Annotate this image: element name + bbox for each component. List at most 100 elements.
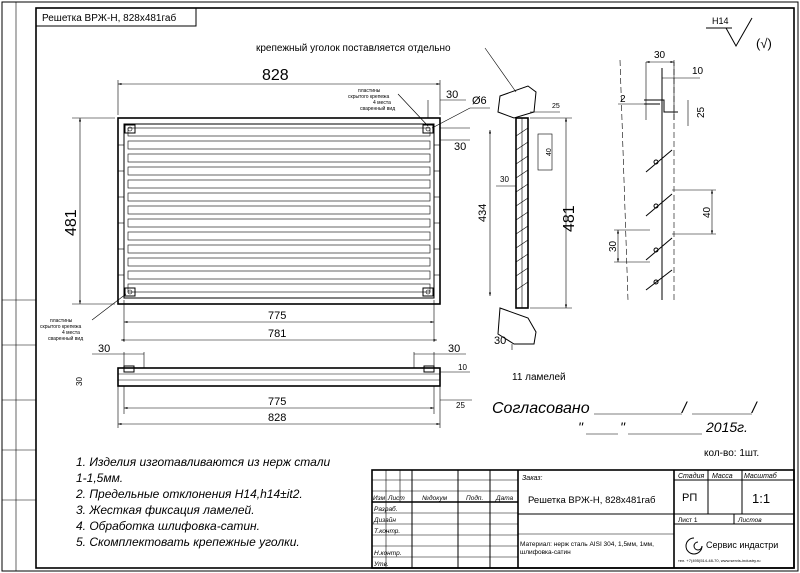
detail-dim-2: 2 bbox=[620, 94, 626, 105]
note-line: 3. Жесткая фиксация ламелей. bbox=[76, 503, 255, 517]
svg-text:Т.контр.: Т.контр. bbox=[374, 528, 400, 535]
bottom-dim-30-left: 30 bbox=[98, 343, 110, 355]
bottom-dim-30-right: 30 bbox=[448, 343, 460, 355]
agreed-label: Согласовано bbox=[492, 400, 590, 417]
title-block: Изм Лист №докум Подп. Дата Разраб. Дизай… bbox=[371, 469, 795, 569]
note-line: 4. Обработка шлифовка-сатин. bbox=[76, 519, 260, 533]
svg-text:4 места: 4 места bbox=[62, 330, 80, 336]
bottom-view: 30 30 30 10 775 828 25 bbox=[75, 343, 472, 428]
note-line: 5. Скомплектовать крепежные уголки. bbox=[76, 535, 300, 549]
bottom-dim-10: 10 bbox=[458, 363, 467, 372]
company-contacts: тел. +7(495)514-48-70, www.servis-indust… bbox=[678, 558, 761, 563]
svg-text:Лист: Лист bbox=[387, 495, 405, 502]
approval-year: 2015г. bbox=[705, 419, 748, 435]
detail-dim-40: 40 bbox=[702, 206, 713, 218]
svg-text:Н.контр.: Н.контр. bbox=[374, 550, 402, 557]
side-dim-434: 434 bbox=[477, 204, 489, 222]
svg-text:Листов: Листов bbox=[737, 517, 762, 524]
bracket-bottom bbox=[497, 307, 537, 345]
svg-text:Подп.: Подп. bbox=[466, 494, 483, 502]
roughness-grade: H14 bbox=[712, 16, 729, 26]
svg-text:Утв.: Утв. bbox=[373, 561, 389, 568]
svg-text:сваренный вид: сваренный вид bbox=[48, 335, 83, 342]
corner-title-box bbox=[35, 7, 197, 27]
dim-30-top: 30 bbox=[446, 89, 458, 101]
front-lamellas bbox=[127, 127, 431, 293]
dim-775: 775 bbox=[268, 310, 286, 322]
dim-481: 481 bbox=[63, 209, 80, 236]
roughness-symbol: (√) bbox=[756, 36, 772, 51]
svg-text:4 места: 4 места bbox=[373, 100, 391, 106]
detail-dim-10: 10 bbox=[692, 66, 704, 77]
lamella-count: 11 ламелей bbox=[512, 372, 566, 383]
bottom-dim-25: 25 bbox=[456, 401, 465, 410]
company-name: Сервис индастри bbox=[706, 540, 778, 550]
svg-text:/: / bbox=[681, 400, 688, 417]
svg-text:Дата: Дата bbox=[495, 495, 514, 502]
side-dim-40: 40 bbox=[546, 148, 553, 156]
sheet-frame bbox=[35, 7, 795, 569]
bracket-note: крепежный уголок поставляется отдельно bbox=[256, 43, 451, 54]
svg-text:Масса: Масса bbox=[712, 473, 733, 480]
dim-30-right: 30 bbox=[454, 141, 466, 153]
svg-text:№докум: №докум bbox=[422, 494, 448, 502]
product-name: Решетка ВРЖ-Н, 828х481габ bbox=[528, 495, 656, 506]
detail-dim-30-side: 30 bbox=[608, 240, 619, 252]
svg-text:скрытого крепежа: скрытого крепежа bbox=[348, 94, 389, 100]
side-dim-30: 30 bbox=[500, 175, 509, 184]
front-view: 828 481 775 781 30 Ø6 30 пластины скрыто… bbox=[40, 67, 490, 342]
svg-text:Изм: Изм bbox=[373, 495, 386, 502]
note-line: 1-1,5мм. bbox=[76, 471, 123, 485]
side-dim-481: 481 bbox=[561, 205, 578, 232]
bottom-dim-828: 828 bbox=[268, 412, 286, 424]
svg-text:Лист 1: Лист 1 bbox=[678, 517, 698, 524]
hole-leader bbox=[431, 107, 471, 129]
svg-text:/: / bbox=[751, 400, 758, 417]
side-dim-30-bottom: 30 bbox=[494, 335, 506, 347]
detail-dim-25: 25 bbox=[696, 106, 707, 118]
note-line: 2. Предельные отклонения H14,h14±it2. bbox=[75, 487, 303, 501]
svg-text:сваренный вид: сваренный вид bbox=[360, 105, 395, 112]
bracket-top bbox=[497, 85, 537, 119]
bracket-note-leader bbox=[484, 47, 517, 93]
side-lamella-hatch bbox=[515, 127, 529, 291]
order-label: Заказ: bbox=[522, 475, 542, 482]
technical-notes: 1. Изделия изготавливаются из нерж стали… bbox=[75, 455, 330, 549]
plate-note-bottom: пластины скрытого крепежа 4 места сварен… bbox=[40, 293, 127, 342]
front-frame-inner bbox=[123, 123, 435, 299]
front-side-ticks bbox=[118, 144, 440, 276]
hole-diameter: Ø6 bbox=[472, 95, 487, 107]
detail-dim-30: 30 bbox=[654, 50, 666, 61]
front-frame-outer bbox=[117, 117, 441, 305]
svg-text:": " bbox=[620, 419, 626, 435]
detail-lamellas bbox=[645, 149, 673, 291]
scale-value: 1:1 bbox=[752, 491, 770, 506]
company-logo-icon bbox=[685, 537, 703, 555]
quantity: кол-во: 1шт. bbox=[704, 448, 759, 459]
stage-value: РП bbox=[682, 492, 697, 504]
detail-view: 30 10 2 25 40 30 bbox=[608, 50, 716, 301]
side-section: 40 25 30 434 481 30 bbox=[477, 85, 578, 350]
corner-title: Решетка ВРЖ-Н, 828х481габ bbox=[42, 12, 176, 24]
svg-text:скрытого крепежа: скрытого крепежа bbox=[40, 324, 81, 330]
svg-text:Дизайн: Дизайн bbox=[373, 516, 396, 524]
roughness-check-icon bbox=[706, 17, 753, 48]
dim-781: 781 bbox=[268, 328, 286, 340]
svg-text:пластины: пластины bbox=[50, 318, 73, 324]
svg-text:Стадия: Стадия bbox=[678, 472, 704, 480]
svg-text:Масштаб: Масштаб bbox=[744, 472, 778, 480]
side-dim-25: 25 bbox=[552, 103, 560, 110]
svg-text:Разраб.: Разраб. bbox=[374, 505, 398, 513]
bottom-dim-30-side: 30 bbox=[75, 377, 84, 386]
binding-strip-dividers bbox=[2, 299, 36, 501]
note-line: 1. Изделия изготавливаются из нерж стали bbox=[76, 455, 330, 469]
svg-text:пластины: пластины bbox=[358, 88, 381, 94]
corner-plates bbox=[124, 124, 434, 297]
bottom-dim-775: 775 bbox=[268, 396, 286, 408]
svg-text:": " bbox=[578, 419, 584, 435]
material-line: Материал: нерж сталь AISI 304, 1,5мм, 1м… bbox=[520, 541, 654, 548]
material-line: шлифовка-сатин bbox=[520, 549, 571, 556]
